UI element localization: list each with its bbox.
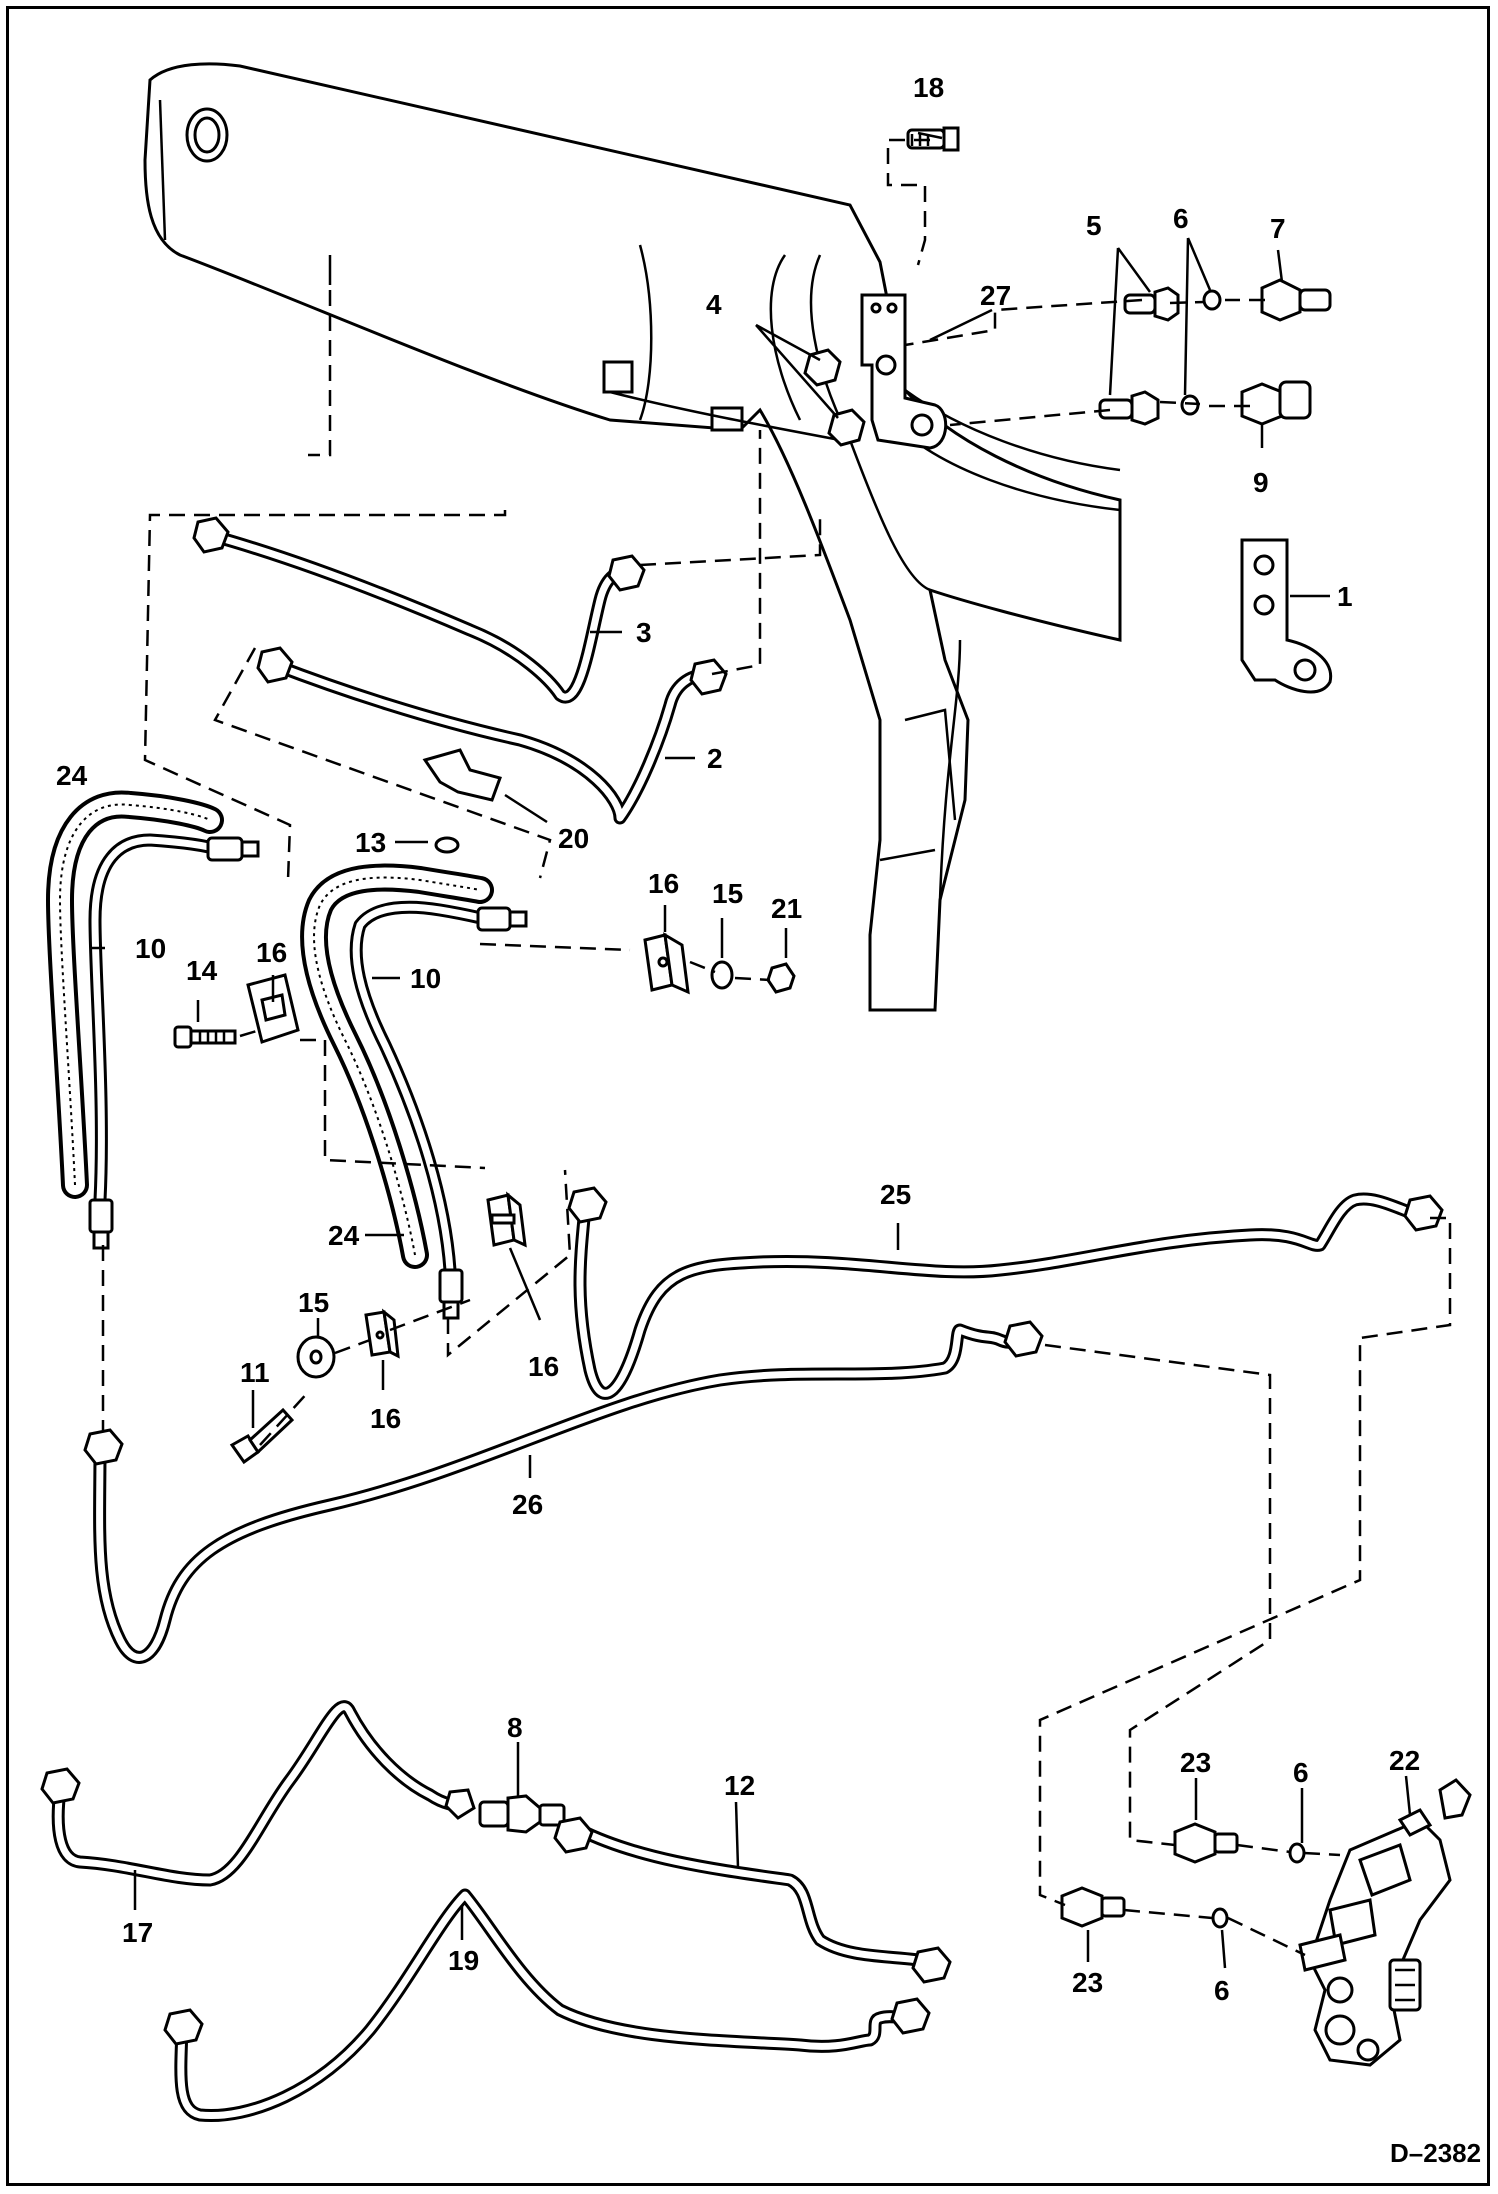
callout-1: 1 xyxy=(1337,581,1353,612)
callout-22: 22 xyxy=(1389,1745,1420,1776)
callout-26: 26 xyxy=(512,1489,543,1520)
callout-labels: 18 5 6 7 4 27 9 1 3 2 24 20 13 16 15 21 … xyxy=(56,72,1420,2006)
grommet-13 xyxy=(434,836,460,854)
callout-24: 24 xyxy=(56,760,88,791)
diagram-id: D–2382 xyxy=(1390,2138,1481,2168)
clamp-half-16-top xyxy=(643,932,690,995)
callout-6: 6 xyxy=(1173,203,1189,234)
tube-25 xyxy=(567,1186,1444,1400)
callout-16c: 16 xyxy=(528,1351,559,1382)
callout-2: 2 xyxy=(707,743,723,774)
lift-arm xyxy=(143,62,1122,1012)
callout-6b: 6 xyxy=(1293,1757,1309,1788)
fitting-9 xyxy=(1240,380,1312,426)
callout-24b: 24 xyxy=(328,1220,360,1251)
callout-15b: 15 xyxy=(298,1287,329,1318)
assembly-lines xyxy=(101,138,1452,1957)
fitting-7 xyxy=(1260,278,1332,322)
tube-17 xyxy=(40,1700,476,1887)
callout-10: 10 xyxy=(135,933,166,964)
callout-15: 15 xyxy=(712,878,743,909)
callout-6c: 6 xyxy=(1214,1975,1230,2006)
callout-25: 25 xyxy=(880,1179,911,1210)
washer-15-lower xyxy=(296,1335,336,1379)
o-ring-6-valve-lower xyxy=(1211,1907,1229,1929)
fitting-5-lower xyxy=(1098,390,1160,426)
callout-16b: 16 xyxy=(256,937,287,968)
callout-10b: 10 xyxy=(410,963,441,994)
callout-9: 9 xyxy=(1253,467,1269,498)
bolt-18 xyxy=(906,126,960,152)
nut-21 xyxy=(766,962,796,994)
hose-assembly-left xyxy=(45,790,260,1250)
bolt-14 xyxy=(173,1025,237,1049)
tube-3 xyxy=(192,516,646,704)
washer-15-top xyxy=(710,960,734,990)
o-ring-6-valve-upper xyxy=(1288,1842,1306,1864)
callout-16d: 16 xyxy=(370,1403,401,1434)
callout-12: 12 xyxy=(724,1770,755,1801)
tube-2 xyxy=(256,646,728,825)
callout-27: 27 xyxy=(980,280,1011,311)
leader-lines xyxy=(92,131,1412,1969)
callout-3: 3 xyxy=(636,617,652,648)
adapter-8 xyxy=(478,1794,566,1834)
tube-12 xyxy=(553,1816,952,1984)
callout-11: 11 xyxy=(240,1357,270,1388)
callout-5: 5 xyxy=(1086,210,1102,241)
callout-8: 8 xyxy=(507,1712,523,1743)
clamp-20 xyxy=(422,748,502,802)
callout-17: 17 xyxy=(122,1917,153,1948)
callout-23b: 23 xyxy=(1072,1967,1103,1998)
callout-18: 18 xyxy=(913,72,944,103)
nut-4 xyxy=(803,348,866,447)
callout-20: 20 xyxy=(558,823,589,854)
o-ring-6-upper xyxy=(1202,289,1222,311)
control-valve-22 xyxy=(1298,1778,1472,2067)
callout-13: 13 xyxy=(355,827,386,858)
callout-23: 23 xyxy=(1180,1747,1211,1778)
fitting-23-upper xyxy=(1173,1822,1239,1864)
clamp-half-16-middle xyxy=(486,1191,527,1248)
callout-4: 4 xyxy=(706,289,722,320)
bracket-27 xyxy=(860,293,948,450)
bracket-1 xyxy=(1240,538,1333,694)
callout-7: 7 xyxy=(1270,213,1286,244)
bolt-11 xyxy=(229,1407,295,1465)
clamp-half-16-lower xyxy=(364,1308,400,1359)
clamp-16-left xyxy=(246,973,300,1044)
callout-21: 21 xyxy=(771,893,802,924)
hose-assembly-right xyxy=(300,863,528,1320)
tube-26 xyxy=(83,1320,1044,1664)
callout-16: 16 xyxy=(648,868,679,899)
fitting-23-lower xyxy=(1060,1886,1126,1928)
callout-19: 19 xyxy=(448,1945,479,1976)
callout-14: 14 xyxy=(186,955,218,986)
tube-19 xyxy=(163,1888,931,2123)
